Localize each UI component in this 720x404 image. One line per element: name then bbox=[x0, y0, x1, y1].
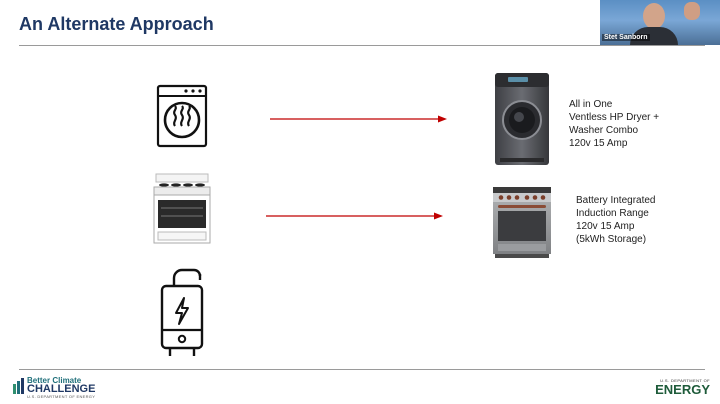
doe-line-2: ENERGY bbox=[655, 382, 710, 397]
presenter-hand bbox=[684, 2, 700, 20]
bcc-line-2: CHALLENGE bbox=[27, 383, 96, 395]
row-1-description: All in One Ventless HP Dryer + Washer Co… bbox=[569, 98, 659, 150]
presenter-head bbox=[643, 3, 665, 29]
webcam-name-label: Stet Sanborn bbox=[602, 34, 650, 41]
row-1-line-2: Ventless HP Dryer + bbox=[569, 112, 660, 123]
title-divider bbox=[19, 45, 705, 46]
presenter-body bbox=[630, 27, 678, 45]
row-2-description: Battery Integrated Induction Range 120v … bbox=[576, 194, 656, 246]
row-2-line-3: 120v 15 Amp bbox=[576, 221, 635, 232]
footer-divider bbox=[19, 369, 705, 370]
clothes-dryer-icon bbox=[156, 84, 208, 148]
water-heater-icon bbox=[160, 268, 204, 356]
replacement-arrow-2 bbox=[266, 212, 443, 220]
row-2-line-2: Induction Range bbox=[576, 208, 649, 219]
washer-dryer-combo-icon bbox=[495, 73, 549, 165]
row-2-line-4: (5kWh Storage) bbox=[576, 234, 647, 245]
slide-title: An Alternate Approach bbox=[19, 14, 214, 34]
replacement-arrow-1 bbox=[270, 115, 447, 123]
webcam-video-tile[interactable]: Stet Sanborn bbox=[600, 0, 720, 45]
bcc-line-1: Better Climate bbox=[27, 376, 82, 385]
bcc-line-3: U.S. DEPARTMENT OF ENERGY bbox=[27, 394, 96, 399]
row-1-line-1: All in One bbox=[569, 99, 613, 110]
row-1-line-3: Washer Combo bbox=[569, 125, 639, 136]
better-climate-challenge-logo: Better Climate CHALLENGE U.S. DEPARTMENT… bbox=[13, 376, 103, 399]
doe-energy-logo: U.S. DEPARTMENT OF ENERGY bbox=[646, 378, 710, 398]
row-2-line-1: Battery Integrated bbox=[576, 195, 656, 206]
row-1-line-4: 120v 15 Amp bbox=[569, 138, 628, 149]
doe-line-1: U.S. DEPARTMENT OF bbox=[660, 378, 710, 383]
induction-range-icon bbox=[493, 187, 551, 258]
electric-range-icon bbox=[153, 173, 211, 244]
bcc-mark-icon bbox=[13, 378, 24, 394]
